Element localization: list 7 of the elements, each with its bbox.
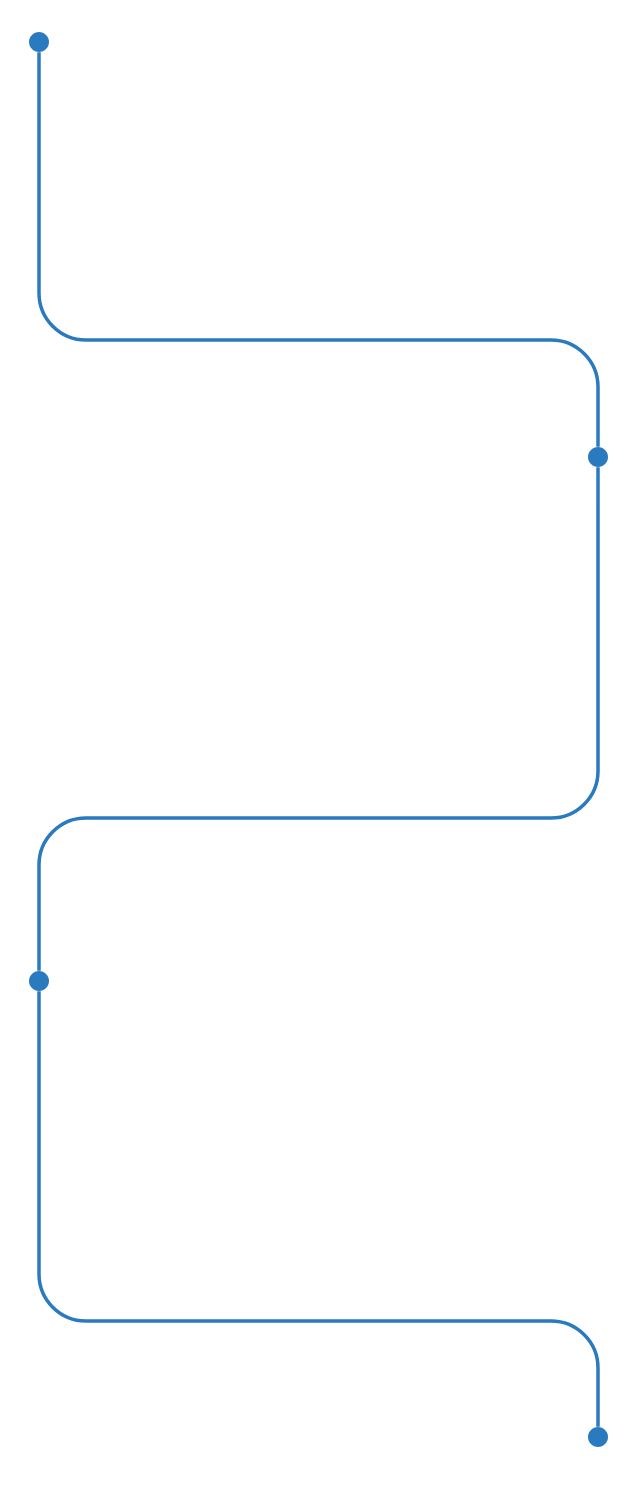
dot [588,447,608,467]
connector-line [37,467,600,971]
dot [29,971,49,991]
dot [29,32,49,52]
connector-line [37,52,600,447]
connector-line [37,991,600,1427]
dot [588,1427,608,1447]
